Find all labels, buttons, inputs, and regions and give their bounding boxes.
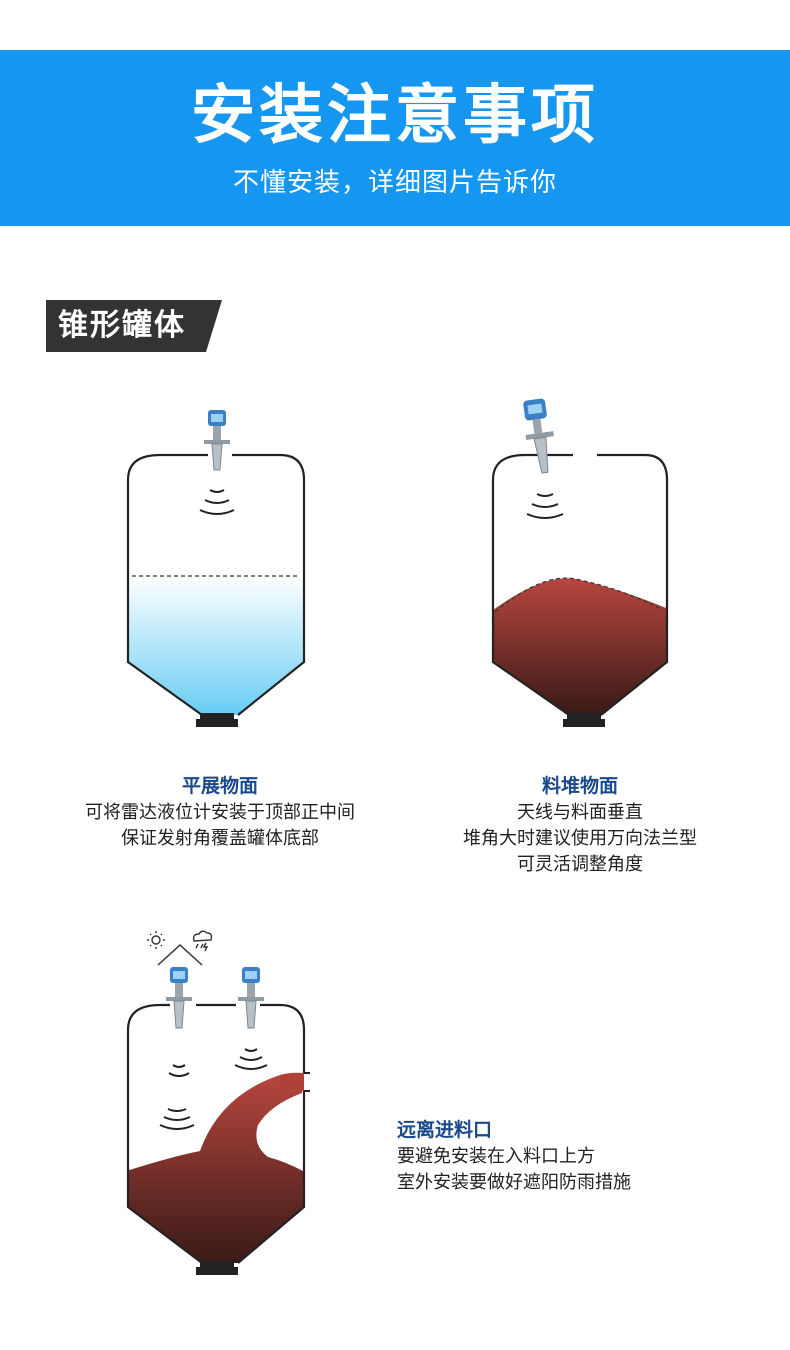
caption-line: 要避免安装在入料口上方 — [397, 1146, 595, 1167]
shelter-roof-icon — [157, 943, 203, 966]
section-tag: 锥形罐体 — [46, 300, 222, 352]
section-tag-label: 锥形罐体 — [58, 308, 186, 343]
header-banner: 安装注意事项 不懂安装，详细图片告诉你 — [0, 50, 790, 226]
caption-line: 天线与料面垂直 — [517, 802, 643, 823]
caption-flat-surface: 平展物面 可将雷达液位计安装于顶部正中间 保证发射角覆盖罐体底部 — [40, 772, 400, 852]
sun-icon — [147, 931, 165, 949]
caption-away-from-inlet: 远离进料口 要避免安装在入料口上方 室外安装要做好遮阳防雨措施 — [397, 1116, 757, 1196]
page-title: 安装注意事项 — [191, 79, 599, 153]
diagram-away-from-inlet — [120, 925, 320, 1285]
radar-level-meter-icon — [204, 410, 230, 471]
diagram-flat-surface — [120, 400, 320, 735]
caption-line: 可灵活调整角度 — [517, 854, 643, 875]
radar-level-meter-icon — [523, 398, 554, 474]
section-tag-background — [46, 300, 222, 352]
tank-outlet — [567, 713, 601, 719]
material-pile — [493, 578, 667, 715]
tank-outline — [491, 453, 669, 716]
caption-title: 平展物面 — [181, 775, 258, 797]
caption-piled-material: 料堆物面 天线与料面垂直 堆角大时建议使用万向法兰型 可灵活调整角度 — [420, 772, 740, 878]
tank-outlet — [200, 1261, 234, 1267]
liquid-fill — [128, 576, 304, 715]
radar-wave — [199, 489, 235, 515]
diagram-piled-material — [485, 390, 685, 735]
tank-outline — [126, 453, 306, 716]
caption-line: 可将雷达液位计安装于顶部正中间 — [85, 802, 355, 823]
tank-outline — [126, 1003, 306, 1264]
radar-wave — [526, 493, 564, 519]
material-fill — [128, 1073, 304, 1263]
pile-surface-line — [494, 577, 664, 613]
rain-cloud-icon — [192, 930, 213, 952]
radar-level-meter-icon — [238, 967, 264, 1029]
radar-level-meter-icon — [166, 967, 192, 1029]
radar-wave — [159, 1048, 268, 1130]
caption-title: 料堆物面 — [541, 775, 618, 797]
caption-line: 室外安装要做好遮阳防雨措施 — [397, 1172, 631, 1193]
caption-line: 保证发射角覆盖罐体底部 — [121, 828, 319, 849]
caption-line: 堆角大时建议使用万向法兰型 — [463, 828, 697, 849]
tank-outlet — [200, 713, 234, 719]
page-subtitle: 不懂安装，详细图片告诉你 — [232, 168, 557, 198]
caption-title: 远离进料口 — [397, 1119, 493, 1141]
inlet-stream — [280, 1072, 304, 1095]
